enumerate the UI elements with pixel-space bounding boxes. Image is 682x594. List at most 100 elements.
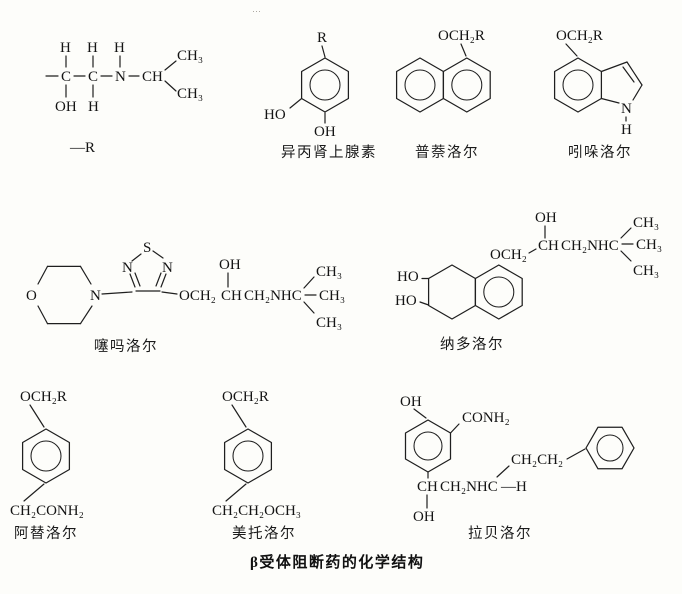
group-ho: HO xyxy=(397,269,419,285)
substituent-r: R xyxy=(317,30,327,46)
chain-ch2nhc: CH₂NHC xyxy=(440,479,498,495)
drug-name-propranolol: 普萘洛尔 xyxy=(415,144,479,161)
structure-isoprenaline: R HO OH 异丙肾上腺素 xyxy=(264,30,377,161)
bond-lines xyxy=(419,225,634,306)
bond-lines xyxy=(413,408,586,509)
drug-name-isoprenaline: 异丙肾上腺素 xyxy=(281,144,377,161)
benzene-ring xyxy=(223,428,273,484)
group-oh: OH xyxy=(413,509,435,525)
group-och2r: OCH₂R xyxy=(438,28,485,44)
structure-propranolol: OCH₂R 普萘洛尔 xyxy=(395,28,491,161)
structure-pindolol: OCH₂R N H 吲哚洛尔 xyxy=(553,28,643,161)
chain-ch: CH xyxy=(221,288,242,304)
aromatic-circle xyxy=(451,69,483,101)
benzene-ring xyxy=(442,57,491,113)
group-oh: OH xyxy=(219,257,241,273)
drug-name-labetalol: 拉贝洛尔 xyxy=(468,525,532,542)
drug-name-timolol: 噻吗洛尔 xyxy=(94,337,158,355)
group-och2r: OCH₂R xyxy=(556,28,603,44)
atom-c: C xyxy=(61,69,71,85)
atom-h: H xyxy=(88,99,99,115)
benzene-ring xyxy=(395,57,445,113)
structure-nadolol: HO HO OCH₂ CH CH₂NHC OH CH₃ CH₃ CH₃ 纳多洛尔 xyxy=(395,210,662,353)
bond-lines xyxy=(460,43,467,57)
chain-ch2nhc: CH₂NHC xyxy=(244,288,302,304)
atom-h: H xyxy=(114,40,125,56)
group-och2r: OCH₂R xyxy=(20,389,67,405)
chain-och2: OCH₂ xyxy=(179,288,216,304)
aromatic-circle xyxy=(404,69,436,101)
chain-ch2nhc: CH₂NHC xyxy=(561,238,619,254)
phenyl-ring xyxy=(585,426,635,470)
benzene-ring xyxy=(404,419,452,473)
bond-lines xyxy=(45,55,177,98)
drug-name-nadolol: 纳多洛尔 xyxy=(440,336,504,353)
group-och2r: OCH₂R xyxy=(222,389,269,405)
atom-h: —H xyxy=(500,479,527,495)
morpholine-ring xyxy=(37,265,93,325)
aromatic-circle xyxy=(596,434,624,462)
structure-timolol: O N S N N OCH₂ CH CH₂NHC OH CH₃ CH₃ CH₃ … xyxy=(26,240,345,355)
group-ch3: CH₃ xyxy=(177,48,203,64)
group-ch3: CH₃ xyxy=(177,86,203,102)
aromatic-circle xyxy=(30,440,62,472)
benzene-ring xyxy=(553,57,603,113)
aromatic-circle xyxy=(483,276,515,308)
atom-h: H xyxy=(621,122,632,138)
group-ch3: CH₃ xyxy=(316,315,342,331)
atom-n: N xyxy=(115,69,126,85)
group-conh2: CONH₂ xyxy=(462,410,510,426)
drug-name-pindolol: 吲哚洛尔 xyxy=(568,144,632,161)
benzene-ring xyxy=(21,428,71,484)
drug-name-atenolol: 阿替洛尔 xyxy=(14,525,78,542)
thiadiazole-ring xyxy=(129,250,167,292)
group-ho: HO xyxy=(395,293,417,309)
atom-n: N xyxy=(90,288,101,304)
drug-name-metoprolol: 美托洛尔 xyxy=(232,525,296,542)
aromatic-circle xyxy=(562,69,594,101)
group-ch2conh2: CH₂CONH₂ xyxy=(10,503,84,519)
benzene-ring xyxy=(300,57,350,113)
group-ch2ch2och3: CH₂CH₂OCH₃ xyxy=(212,503,301,519)
atom-n: N xyxy=(621,101,632,117)
chain-ch2ch2: CH₂CH₂ xyxy=(511,452,563,468)
structure-r-sidechain: H H H C C N CH CH₃ CH₃ OH H —R xyxy=(45,40,203,156)
structure-metoprolol: OCH₂R CH₂CH₂OCH₃ 美托洛尔 xyxy=(212,389,301,542)
group-oh: OH xyxy=(535,210,557,226)
bond-lines xyxy=(23,404,45,502)
chain-ch: CH xyxy=(417,479,438,495)
bond-lines xyxy=(565,43,643,122)
scan-artifact-mark: ⋯ xyxy=(252,6,261,16)
aromatic-circle xyxy=(413,431,443,461)
group-ho: HO xyxy=(264,107,286,123)
group-oh: OH xyxy=(314,124,336,140)
group-ch: CH xyxy=(142,69,163,85)
r-group-label: —R xyxy=(69,140,95,156)
atom-o: O xyxy=(26,288,37,304)
aromatic-circle xyxy=(309,69,341,101)
atom-c: C xyxy=(88,69,98,85)
atom-n: N xyxy=(162,260,173,276)
chain-ch: CH xyxy=(538,238,559,254)
group-ch3: CH₃ xyxy=(319,288,345,304)
atom-n: N xyxy=(122,260,133,276)
atom-h: H xyxy=(60,40,71,56)
bond-lines xyxy=(289,45,326,124)
bond-lines xyxy=(101,272,317,314)
benzene-ring xyxy=(474,264,523,320)
structure-atenolol: OCH₂R CH₂CONH₂ 阿替洛尔 xyxy=(10,389,84,542)
saturated-ring xyxy=(427,264,477,320)
aromatic-circle xyxy=(232,440,264,472)
group-ch3: CH₃ xyxy=(636,237,662,253)
group-ch3: CH₃ xyxy=(316,264,342,280)
atom-s: S xyxy=(143,240,151,256)
structure-labetalol: OH CONH₂ CH CH₂NHC —H OH CH₂CH₂ 拉贝洛尔 xyxy=(400,394,635,542)
chain-och2: OCH₂ xyxy=(490,247,527,263)
atom-h: H xyxy=(87,40,98,56)
group-ch3: CH₃ xyxy=(633,215,659,231)
group-ch3: CH₃ xyxy=(633,263,659,279)
group-oh: OH xyxy=(55,99,77,115)
bond-lines xyxy=(225,404,247,502)
